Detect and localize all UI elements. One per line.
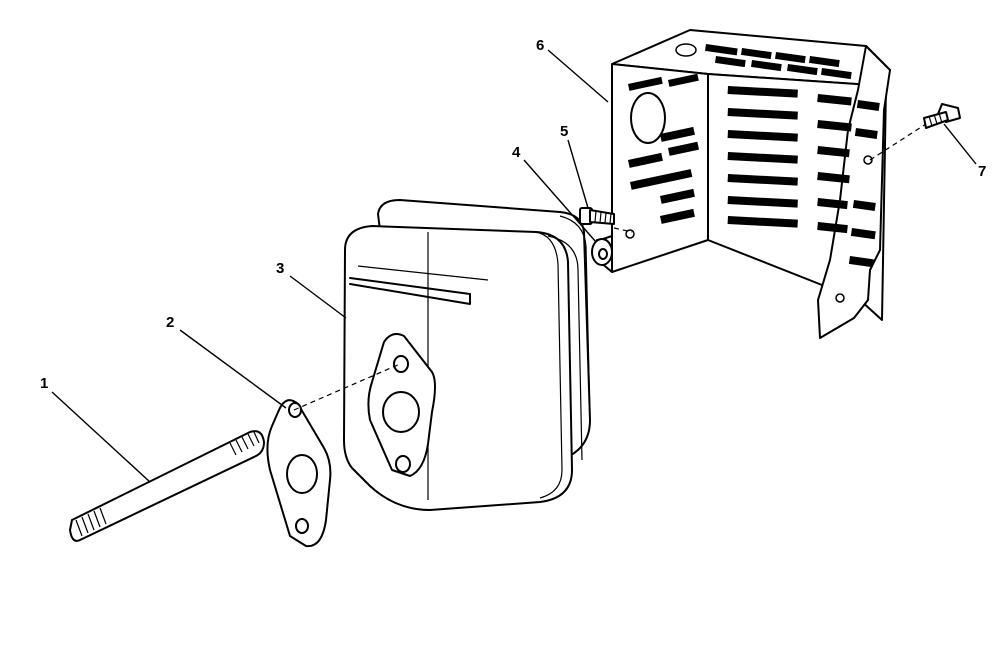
lock-nut [591,238,613,266]
alignment-lines [293,123,927,411]
leader-lines [51,49,977,483]
screw [579,207,615,225]
callout-4: 4 [512,144,521,161]
muffler [343,199,591,511]
callout-6: 6 [536,37,544,54]
callout-2: 2 [166,314,174,331]
callout-5: 5 [560,123,568,140]
callout-3: 3 [276,260,284,277]
stud [69,430,265,542]
heat-shield [599,29,891,339]
callout-1: 1 [40,375,48,392]
gasket [266,399,332,548]
bolt [923,103,961,129]
callout-7: 7 [978,163,986,180]
callouts: 1 2 3 4 5 6 7 [40,37,986,392]
